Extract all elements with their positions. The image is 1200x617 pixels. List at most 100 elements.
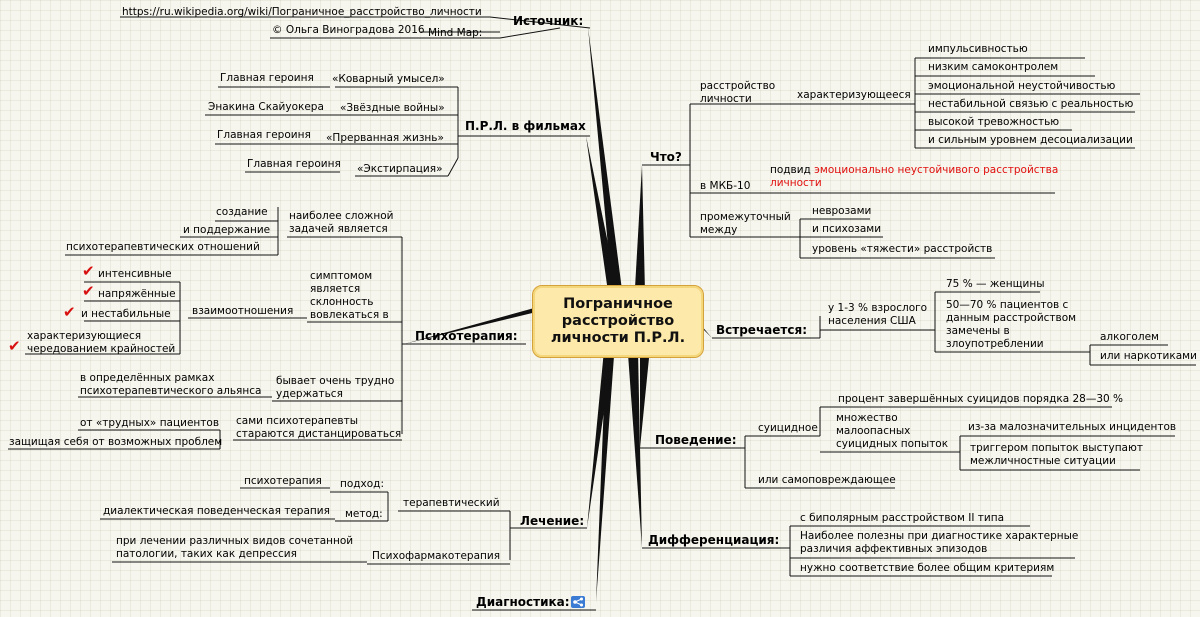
film-1-who[interactable]: Главная героиня — [220, 72, 314, 84]
alliance-node[interactable]: в определённых рамках психотерапевтическ… — [80, 372, 261, 398]
differentiation-topic[interactable]: Дифференциация: — [648, 533, 780, 547]
behavior-topic[interactable]: Поведение: — [655, 433, 737, 447]
trigger-node[interactable]: триггером попыток выступают межличностны… — [970, 442, 1143, 468]
central-line-2: расстройство — [561, 313, 675, 329]
disorder-line-2: личности — [700, 93, 752, 105]
source-url[interactable]: https://ru.wikipedia.org/wiki/Погранично… — [122, 6, 482, 18]
alliance-line-1: в определённых рамках — [80, 372, 215, 384]
icd-red-2: личности — [770, 177, 822, 189]
distance-line-2: стараются дистанцироваться — [236, 428, 402, 440]
film-1[interactable]: «Коварный умысел» — [332, 73, 445, 85]
treatment-topic[interactable]: Лечение: — [520, 514, 585, 528]
trivial-incidents-node[interactable]: из-за малозначительных инцидентов — [968, 421, 1177, 433]
protect-node[interactable]: защищая себя от возможных проблем — [9, 436, 223, 448]
tense-node[interactable]: напряжённые — [98, 288, 176, 300]
women-node[interactable]: 75 % — женщины — [946, 278, 1045, 290]
abuse-line-4: злоупотреблении — [946, 338, 1044, 350]
many-attempts-node[interactable]: множество малоопасных суицидных попыток — [836, 412, 948, 451]
extremes-node[interactable]: характеризующиеся чередованием крайносте… — [27, 330, 175, 356]
severity-node[interactable]: уровень «тяжести» расстройств — [812, 243, 993, 255]
what-topic[interactable]: Что? — [650, 150, 682, 164]
abuse-line-1: 50—70 % пациентов с — [946, 299, 1069, 311]
trigger-line-1: триггером попыток выступают — [970, 442, 1143, 454]
hardest-line-2: задачей является — [289, 223, 388, 235]
extremes-line-1: характеризующиеся — [27, 330, 142, 342]
copyright-text: © Ольга Виноградова 2016 — [272, 24, 425, 36]
abuse-line-2: данным расстройством — [946, 312, 1077, 324]
intense-node[interactable]: интенсивные — [98, 268, 172, 280]
abuse-node[interactable]: 50—70 % пациентов с данным расстройством… — [946, 299, 1076, 351]
trait-6[interactable]: и сильным уровнем десоциализации — [928, 134, 1133, 146]
psychotherapy-topic[interactable]: Психотерапия: — [415, 329, 518, 343]
extremes-line-2: чередованием крайностей — [27, 343, 176, 355]
maintenance-node[interactable]: и поддержание — [183, 224, 271, 236]
icd-prefix: подвид — [770, 164, 815, 176]
checkmark-icon: ✔ — [8, 337, 21, 355]
icd-value[interactable]: подвид эмоционально неустойчивого расстр… — [770, 164, 1058, 190]
trait-4[interactable]: нестабильной связью с реальностью — [928, 98, 1134, 110]
disorder-node[interactable]: расстройство личности — [700, 80, 775, 106]
useful-node[interactable]: Наиболее полезны при диагностике характе… — [800, 530, 1078, 556]
population-line-2: населения США — [828, 315, 916, 327]
approach-value[interactable]: психотерапия — [244, 475, 322, 487]
method-node[interactable]: метод: — [345, 508, 383, 520]
psychoses-node[interactable]: и психозами — [812, 223, 882, 235]
approach-node[interactable]: подход: — [340, 478, 384, 490]
mindmap-label: Mind Map: — [428, 27, 483, 39]
pharma-line-2: патологии, таких как депрессия — [116, 548, 297, 560]
film-2[interactable]: «Звёздные войны» — [340, 102, 445, 114]
alcohol-node[interactable]: алкоголем — [1100, 331, 1159, 343]
neuroses-node[interactable]: неврозами — [812, 205, 872, 217]
central-line-1: Пограничное — [563, 296, 673, 312]
symptom-node[interactable]: симптомом является склонность вовлекатьс… — [310, 270, 389, 322]
self-harm-node[interactable]: или самоповреждающее — [758, 474, 896, 486]
relationships-node[interactable]: взаимоотношения — [192, 305, 294, 317]
difficult-patients-node[interactable]: от «трудных» пациентов — [80, 417, 220, 429]
therapists-distance-node[interactable]: сами психотерапевты стараются дистанциро… — [236, 415, 401, 441]
film-3[interactable]: «Прерванная жизнь» — [326, 132, 444, 144]
trait-5[interactable]: высокой тревожностью — [928, 116, 1060, 128]
many-line-3: суицидных попыток — [836, 438, 949, 450]
film-4-who[interactable]: Главная героиня — [247, 158, 341, 170]
pharmacotherapy-node[interactable]: Психофармакотерапия — [372, 550, 501, 562]
many-line-2: малоопасных — [836, 425, 911, 437]
diagnostics-topic[interactable]: Диагностика: — [476, 595, 570, 609]
suicidal-node[interactable]: суицидное — [758, 422, 818, 434]
suicide-percent-node[interactable]: процент завершённых суицидов порядка 28—… — [838, 393, 1124, 405]
checkmark-icon: ✔ — [82, 282, 95, 300]
checkmark-icon: ✔ — [63, 303, 76, 321]
film-4[interactable]: «Экстирпация» — [357, 163, 443, 175]
icd-red-1: эмоционально неустойчивого расстройства — [814, 164, 1059, 176]
film-2-who[interactable]: Энакина Скайуокера — [208, 101, 324, 113]
method-value[interactable]: диалектическая поведенческая терапия — [103, 505, 330, 517]
hardest-task-node[interactable]: наиболее сложной задачей является — [289, 210, 393, 236]
characterized-node[interactable]: характеризующееся — [797, 89, 911, 101]
film-3-who[interactable]: Главная героиня — [217, 129, 311, 141]
hard-line-2: удержаться — [276, 388, 343, 400]
pharma-line-1: при лечении различных видов сочетанной — [116, 535, 354, 547]
relations-node[interactable]: психотерапевтических отношений — [66, 241, 260, 253]
unstable-node[interactable]: и нестабильные — [81, 308, 171, 320]
pharma-value[interactable]: при лечении различных видов сочетанной п… — [116, 535, 353, 561]
creation-node[interactable]: создание — [216, 206, 268, 218]
hard-to-keep-node[interactable]: бывает очень трудно удержаться — [276, 375, 394, 401]
trait-1[interactable]: импульсивностью — [928, 43, 1028, 55]
trait-2[interactable]: низким самоконтролем — [928, 61, 1059, 73]
trait-3[interactable]: эмоциональной неустойчивостью — [928, 80, 1116, 92]
population-node[interactable]: у 1-3 % взрослого населения США — [828, 302, 927, 328]
mindmap-link-icon[interactable] — [571, 596, 585, 608]
central-topic[interactable]: Пограничное расстройство личности П.Р.Л. — [532, 285, 704, 358]
drugs-node[interactable]: или наркотиками — [1100, 350, 1197, 362]
therapeutic-node[interactable]: терапевтический — [403, 497, 500, 509]
films-topic[interactable]: П.Р.Л. в фильмах — [465, 119, 586, 133]
occurs-topic[interactable]: Встречается: — [716, 323, 807, 337]
population-line-1: у 1-3 % взрослого — [828, 302, 928, 314]
icd-node[interactable]: в МКБ-10 — [700, 180, 751, 192]
between-line-1: промежуточный — [700, 211, 791, 223]
hard-line-1: бывает очень трудно — [276, 375, 395, 387]
source-topic[interactable]: Источник: — [513, 14, 584, 28]
bipolar-node[interactable]: с биполярным расстройством II типа — [800, 512, 1005, 524]
between-line-2: между — [700, 224, 738, 236]
criteria-node[interactable]: нужно соответствие более общим критериям — [800, 562, 1055, 574]
between-node[interactable]: промежуточный между — [700, 211, 791, 237]
